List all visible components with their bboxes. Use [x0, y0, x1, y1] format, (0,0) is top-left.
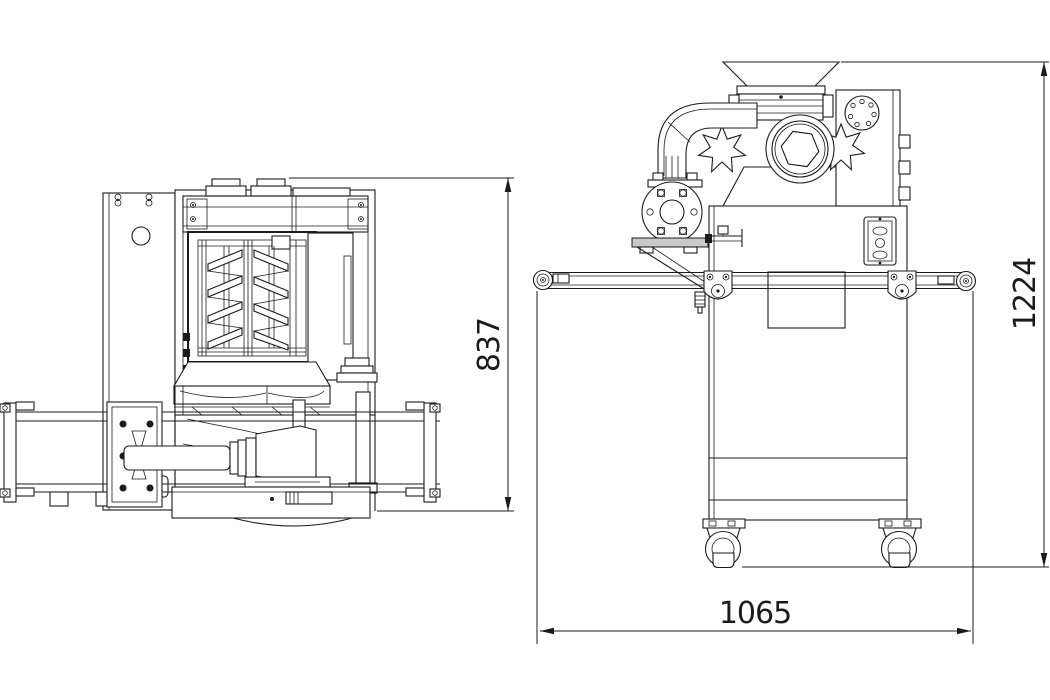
- front-view: 1224 1065: [532, 61, 1049, 644]
- discharge-flare: [173, 361, 331, 416]
- pump-bracket: [631, 237, 709, 248]
- left-auger: [207, 246, 243, 350]
- top-caps: [205, 178, 351, 197]
- side-height-dimension-label: 837: [472, 318, 507, 372]
- side-panel: [307, 232, 378, 383]
- belt-clamp: [552, 273, 570, 284]
- dimension-837: 837: [289, 177, 514, 512]
- gearbox-flange: [844, 95, 880, 131]
- panel-bolt: [114, 193, 122, 207]
- conveyor-pulley-right: [955, 270, 977, 292]
- side-view: 837: [0, 177, 514, 527]
- gearbox-tab: [898, 160, 911, 175]
- rail-foot: [49, 491, 69, 507]
- caster-wheel-right: [878, 518, 922, 569]
- drain-pipe: [705, 225, 743, 247]
- collection-tray: [171, 486, 371, 527]
- panel-hole: [131, 226, 151, 246]
- gearbox: [835, 89, 911, 207]
- conveyor-right-end: [405, 401, 441, 503]
- conveyor-left-end: [0, 401, 35, 503]
- swing-arm: [123, 418, 331, 488]
- valve-icon: [717, 225, 729, 235]
- front-width-dimension-label: 1065: [719, 596, 791, 631]
- right-auger: [253, 246, 289, 351]
- power-switch: [863, 216, 897, 266]
- conveyor-center-plate: [767, 271, 846, 329]
- conveyor-front: [532, 269, 977, 329]
- conveyor-bracket-right: [887, 270, 917, 300]
- conveyor-pulley-left: [532, 269, 554, 291]
- caster-wheel-left: [702, 518, 746, 569]
- hopper: [721, 61, 841, 87]
- drive-hub: [765, 114, 835, 184]
- sprocket-left: [697, 124, 747, 173]
- dimension-1224: 1224: [742, 61, 1049, 568]
- gearbox-tab: [898, 186, 911, 201]
- conveyor-bracket-left: [703, 270, 733, 300]
- front-height-dimension-label: 1224: [1008, 258, 1043, 330]
- mixer-body: [173, 178, 378, 511]
- height-adjust-knob: [694, 291, 706, 314]
- belt-clamp: [937, 275, 955, 285]
- pump-flange: [631, 172, 712, 293]
- dimension-1065: 1065: [536, 291, 974, 644]
- hex-shaft: [780, 130, 820, 168]
- gearbox-tab: [898, 134, 911, 149]
- panel-bolt: [145, 193, 153, 207]
